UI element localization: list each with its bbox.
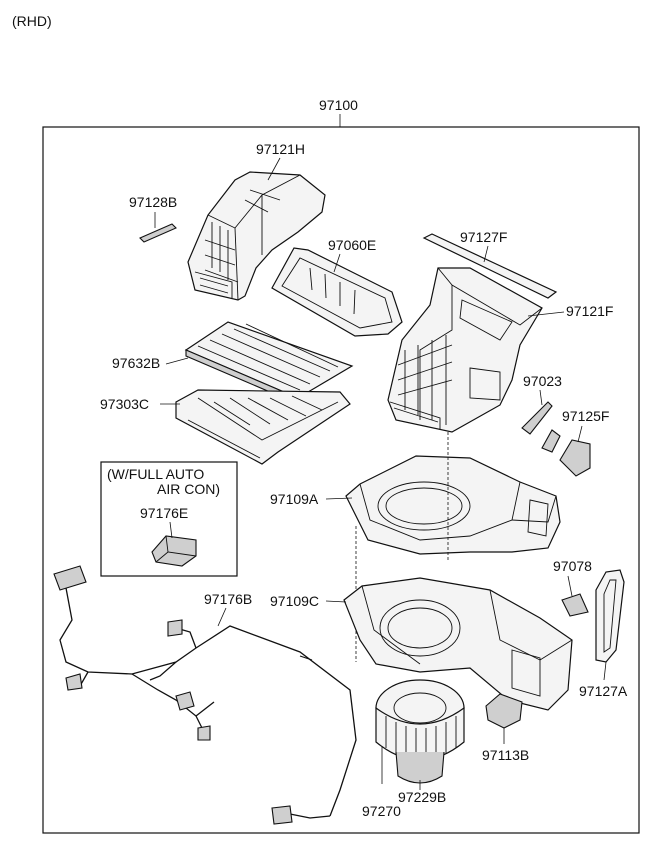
leader-97060E [333,253,341,273]
gasket-97127a-inner [603,579,617,653]
label-97270: 97270 [362,803,401,819]
label-97303C: 97303C [100,396,149,412]
label-97121H: 97121H [256,141,305,157]
seal-97127f [422,233,558,299]
housing-97121f [387,267,543,433]
label-97060E: 97060E [328,237,376,253]
leader-97078 [567,575,573,597]
cover-97303c [175,389,351,465]
case-97109c [343,577,573,711]
label-97127A: 97127A [579,683,628,699]
label-97078: 97078 [553,558,592,574]
inset-frame [100,461,238,577]
inset-title-line1: (W/FULL AUTO [107,466,204,482]
duct-97060e [271,247,403,337]
sensor-97176e [151,535,197,567]
label-97176B: 97176B [204,591,252,607]
label-97109C: 97109C [270,593,319,609]
case-97109a [345,455,561,555]
label-97113B: 97113B [482,747,529,763]
label-97128B: 97128B [129,194,177,210]
assembly-number: 97100 [319,97,358,113]
leader-97125F [577,425,583,443]
inset-title-line2: AIR CON) [157,481,220,497]
leader-97121F [527,311,565,317]
gasket-97127a [595,569,625,663]
label-97023: 97023 [523,373,562,389]
leader-97109C [325,600,347,603]
variant-label: (RHD) [12,13,52,29]
label-97229B: 97229B [398,789,446,805]
leader-97127F [483,245,489,263]
assembly-frame [42,126,640,834]
resistor-97113b [485,693,523,729]
harness-97176b [53,565,357,825]
label-97125F: 97125F [562,408,609,424]
gasket-97128b [139,223,177,243]
housing-97121h [187,171,326,301]
clip-97078 [561,593,589,617]
link-97023 [521,401,553,435]
label-97109A: 97109A [270,491,319,507]
leader-97176E [169,521,173,539]
leader-97121H [267,157,281,181]
label-97632B: 97632B [112,355,160,371]
leader-97109A [325,497,353,500]
label-97127F: 97127F [460,229,507,245]
leader-97023 [539,389,543,406]
leader-97176B [217,607,227,627]
label-97121F: 97121F [566,303,613,319]
label-97176E: 97176E [140,505,188,521]
actuator-97125f [541,429,591,477]
leader-97127A [603,661,607,681]
blower-motor-97229b [375,679,465,784]
leader-97632B [165,357,189,365]
